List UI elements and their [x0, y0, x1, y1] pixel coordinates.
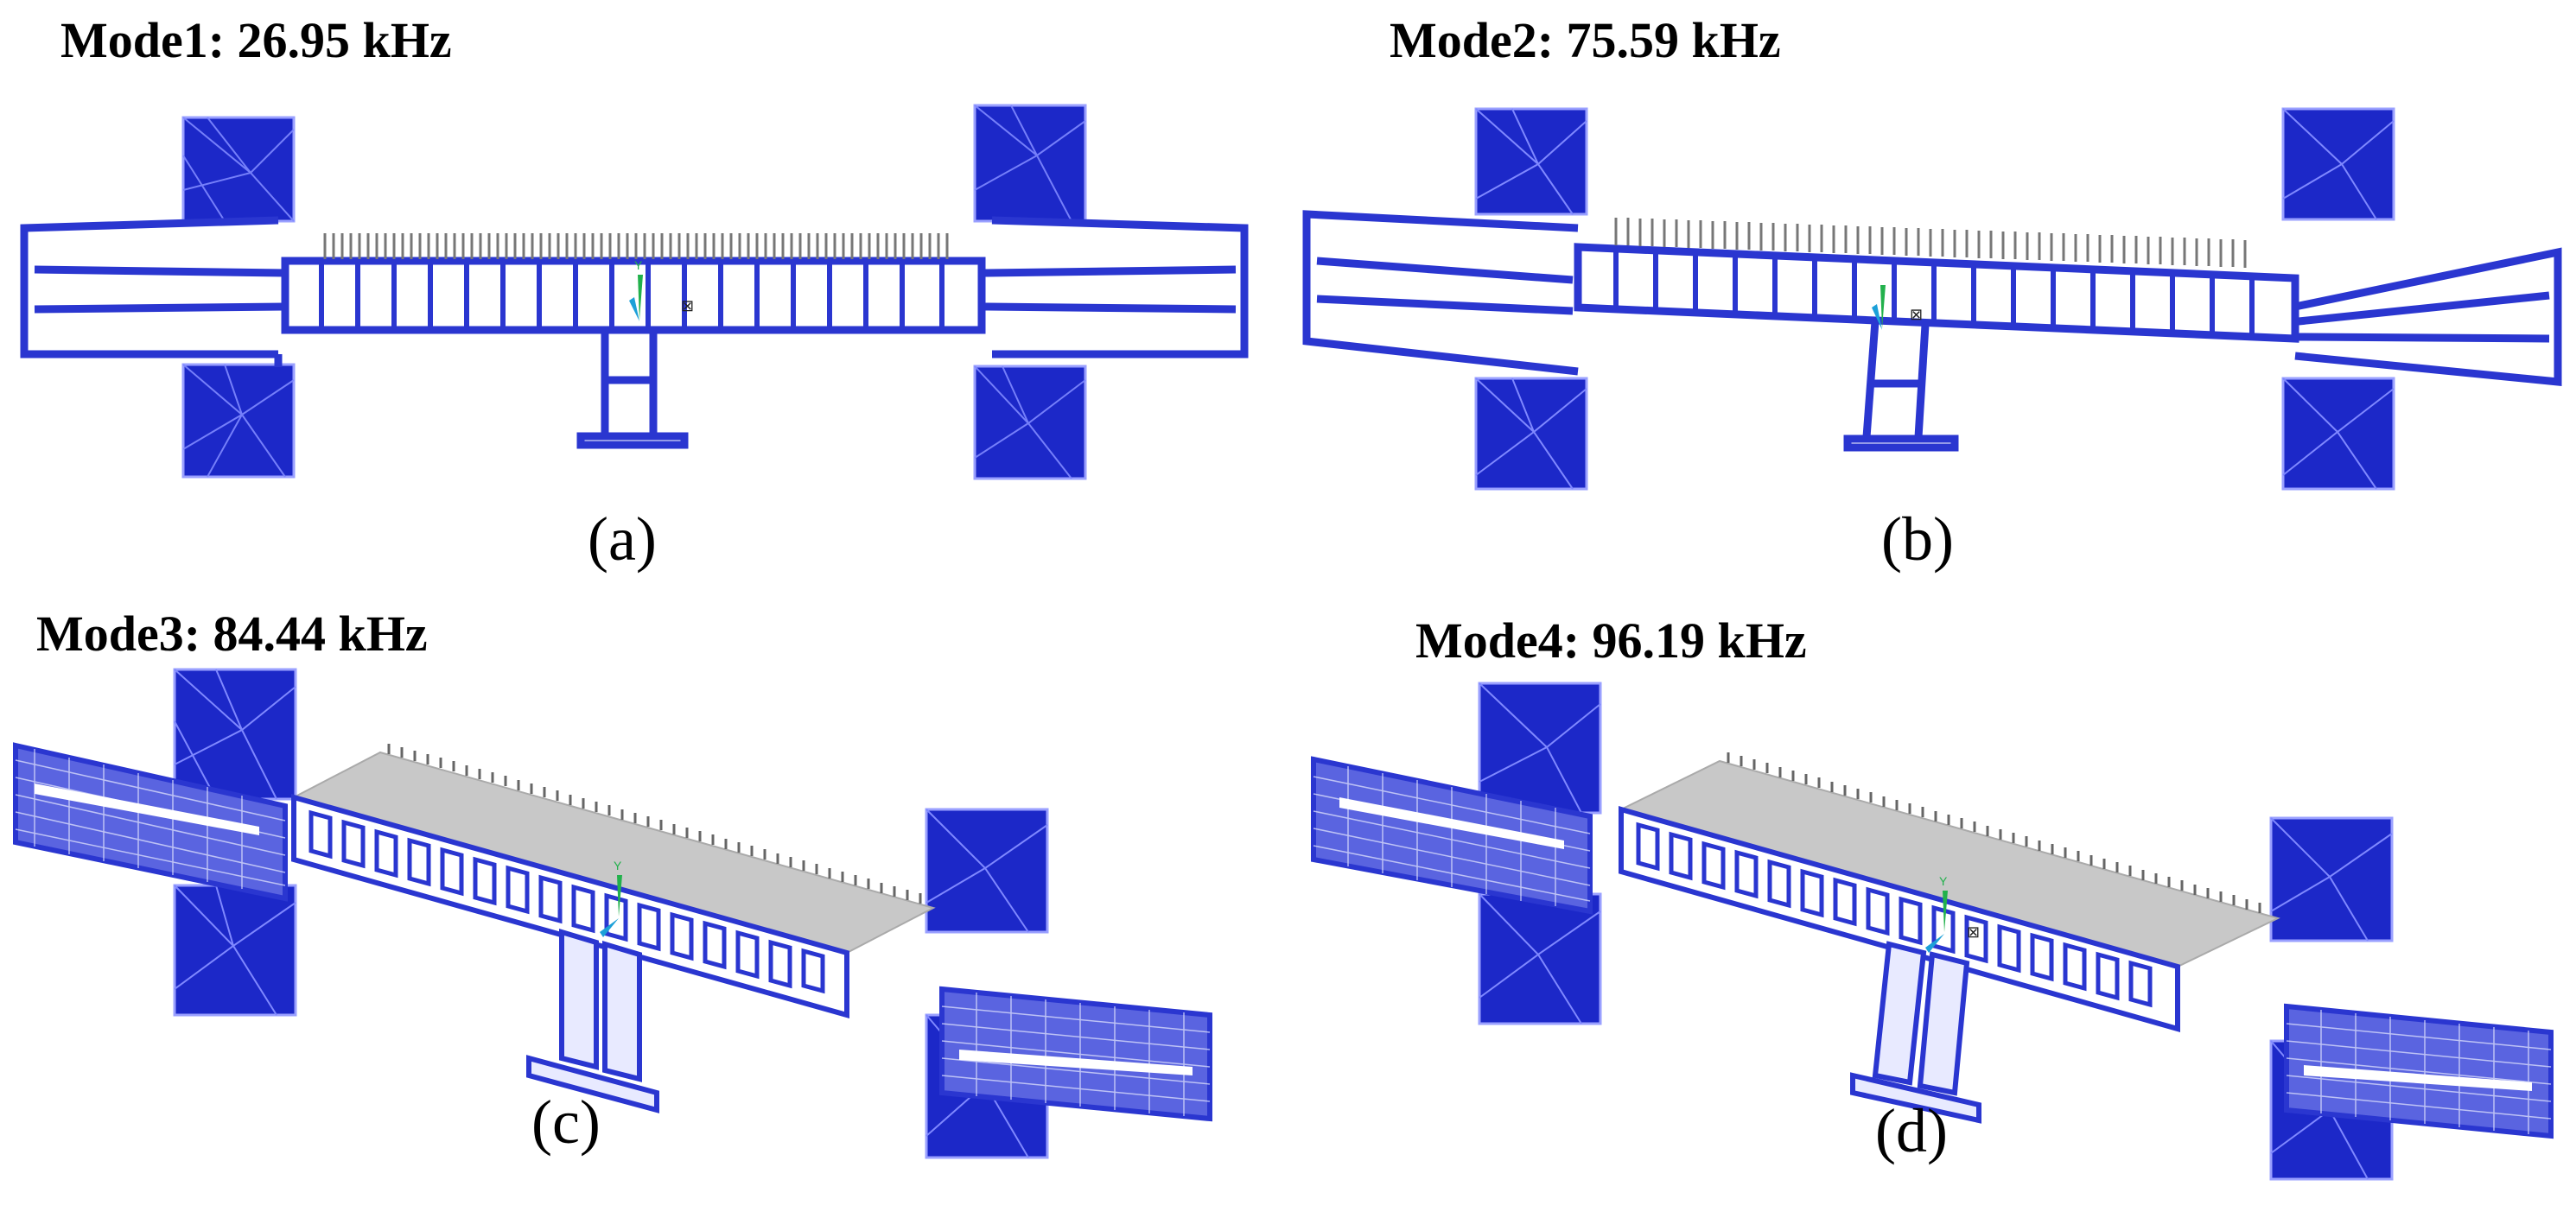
- mode4-mesh-diagram: Y ⊠: [1311, 682, 2554, 1181]
- svg-text:⊠: ⊠: [1910, 306, 1923, 323]
- panel-mode2: Mode2: 75.59 kHz: [1288, 0, 2575, 609]
- mode1-title: Mode1: 26.95 kHz: [60, 12, 452, 68]
- mode3-mesh-diagram: Y: [13, 668, 1212, 1159]
- anchor-right: [925, 808, 1049, 1159]
- mode4-title: Mode4: 96.19 kHz: [1415, 612, 1807, 669]
- caption-d: (d): [1875, 1096, 1948, 1165]
- caption-c: (c): [531, 1088, 601, 1157]
- axis-triad-icon: Y: [600, 859, 622, 937]
- axis-triad-icon: Y ⊠: [629, 258, 694, 321]
- svg-text:Y: Y: [614, 859, 622, 872]
- svg-text:Y: Y: [1939, 874, 1948, 888]
- mode2-title: Mode2: 75.59 kHz: [1390, 12, 1781, 68]
- anchor-right: [2269, 816, 2394, 1181]
- anchor-top-right: [973, 104, 1087, 223]
- mode1-mesh-diagram: Y ⊠: [20, 104, 1249, 480]
- svg-text:⊠: ⊠: [681, 297, 694, 314]
- anchor-top-left: [181, 116, 296, 223]
- panel-mode3: Mode3: 84.44 kHz: [0, 609, 1288, 1218]
- mode3-title: Mode3: 84.44 kHz: [36, 606, 428, 662]
- anchor-top-left: [1474, 107, 1588, 216]
- svg-text:Y: Y: [634, 258, 643, 272]
- axis-triad-icon: Y ⊠: [1925, 874, 1980, 953]
- shuttle-body: [281, 257, 986, 334]
- panel-mode4: Mode4: 96.19 kHz: [1288, 609, 2575, 1218]
- axis-triad-icon: ⊠: [1872, 285, 1923, 330]
- caption-a: (a): [588, 504, 657, 574]
- svg-text:⊠: ⊠: [1967, 923, 1980, 941]
- panel-mode1: Mode1: 26.95 kHz: [0, 0, 1288, 609]
- caption-b: (b): [1881, 504, 1954, 574]
- mode2-mesh-diagram: ⊠: [1302, 107, 2562, 491]
